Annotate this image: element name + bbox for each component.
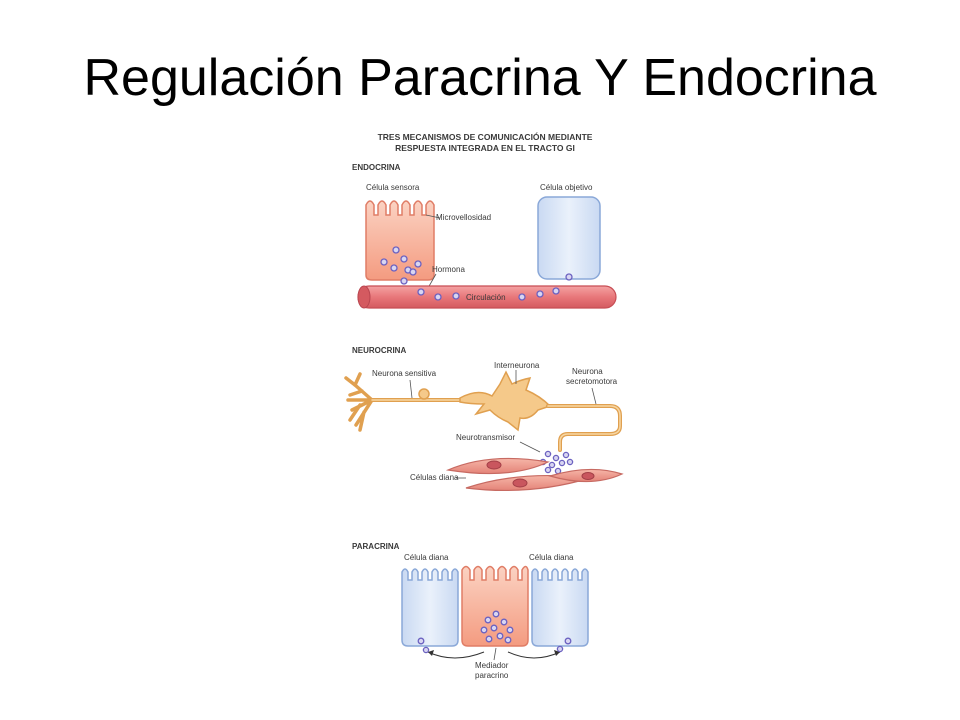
paracrine-mediator-label-line2: paracrino	[475, 671, 509, 680]
sensor-cell	[365, 200, 435, 281]
molecule-dot	[400, 255, 408, 263]
molecule-dot	[400, 277, 408, 285]
sensory-neuron	[344, 372, 462, 432]
paracrine-target-cell-left	[401, 568, 459, 647]
neurocrine-target-cells	[445, 457, 624, 492]
hormone-label: Hormona	[432, 265, 465, 274]
molecule-dot	[564, 637, 572, 645]
target-cells-label: Células diana	[410, 473, 459, 482]
paracrine-secreting-cell	[461, 565, 529, 647]
molecule-dot	[417, 637, 425, 645]
molecule-dot	[552, 454, 560, 462]
paracrine-target-cell-right-label: Célula diana	[529, 553, 574, 562]
molecule-dot	[409, 268, 417, 276]
molecule-dot	[485, 635, 493, 643]
molecule-dot	[392, 246, 400, 254]
target-cell-label: Célula objetivo	[540, 183, 593, 192]
molecule-dot	[562, 451, 570, 459]
paracrine-mediator-label-line1: Mediador	[475, 661, 509, 670]
circulation-label: Circulación	[466, 293, 506, 302]
figure-caption-line1: TRES MECANISMOS DE COMUNICACIÓN MEDIANTE	[378, 131, 593, 142]
molecule-dot	[548, 461, 556, 469]
molecule-dot	[506, 626, 514, 634]
molecule-dot	[504, 636, 512, 644]
molecule-dot	[556, 645, 564, 653]
secretomotor-label-line2: secretomotora	[566, 377, 618, 386]
paracrine-panel: PARACRINA Célula diana Célula diana Medi…	[352, 542, 589, 680]
molecule-dot	[390, 264, 398, 272]
molecule-dot	[490, 624, 498, 632]
molecule-dot	[544, 466, 552, 474]
interneuron-label: Interneurona	[494, 361, 540, 370]
paracrine-target-cell-left-label: Célula diana	[404, 553, 449, 562]
molecule-dot	[496, 632, 504, 640]
molecule-dot	[558, 459, 566, 467]
molecule-dot	[565, 273, 573, 281]
molecule-dot	[552, 287, 560, 295]
molecule-dot	[417, 288, 425, 296]
molecule-dot	[452, 292, 460, 300]
paracrine-target-cell-right	[531, 568, 589, 647]
molecule-dot	[380, 258, 388, 266]
endocrine-target-cell	[537, 196, 601, 280]
molecule-dot	[480, 626, 488, 634]
neurocrine-section-label: NEUROCRINA	[352, 346, 406, 355]
endocrine-panel: ENDOCRINA Célula sensora Célula objetivo…	[352, 163, 617, 309]
molecule-dot	[518, 293, 526, 301]
molecule-dot	[536, 290, 544, 298]
molecule-dot	[422, 646, 430, 654]
molecule-dot	[500, 618, 508, 626]
interneuron	[459, 370, 552, 432]
molecule-dot	[414, 260, 422, 268]
secretomotor-neuron	[546, 404, 622, 452]
molecule-dot	[434, 293, 442, 301]
slide-title: Regulación Paracrina Y Endocrina	[83, 49, 877, 107]
molecule-dot	[566, 458, 574, 466]
molecule-dot	[492, 610, 500, 618]
sensor-cell-label: Célula sensora	[366, 183, 420, 192]
paracrine-section-label: PARACRINA	[352, 542, 400, 551]
microvilli-label: Microvellosidad	[436, 213, 491, 222]
endocrine-section-label: ENDOCRINA	[352, 163, 401, 172]
molecule-dot	[484, 616, 492, 624]
molecule-dot	[544, 450, 552, 458]
figure-caption-line2: RESPUESTA INTEGRADA EN EL TRACTO GI	[395, 143, 575, 153]
neurotransmitter-label: Neurotransmisor	[456, 433, 515, 442]
secretomotor-label-line1: Neurona	[572, 367, 603, 376]
neurocrine-panel: NEUROCRINA Neurona sensitiva Interneuron…	[344, 346, 624, 492]
sensory-neuron-label: Neurona sensitiva	[372, 369, 437, 378]
